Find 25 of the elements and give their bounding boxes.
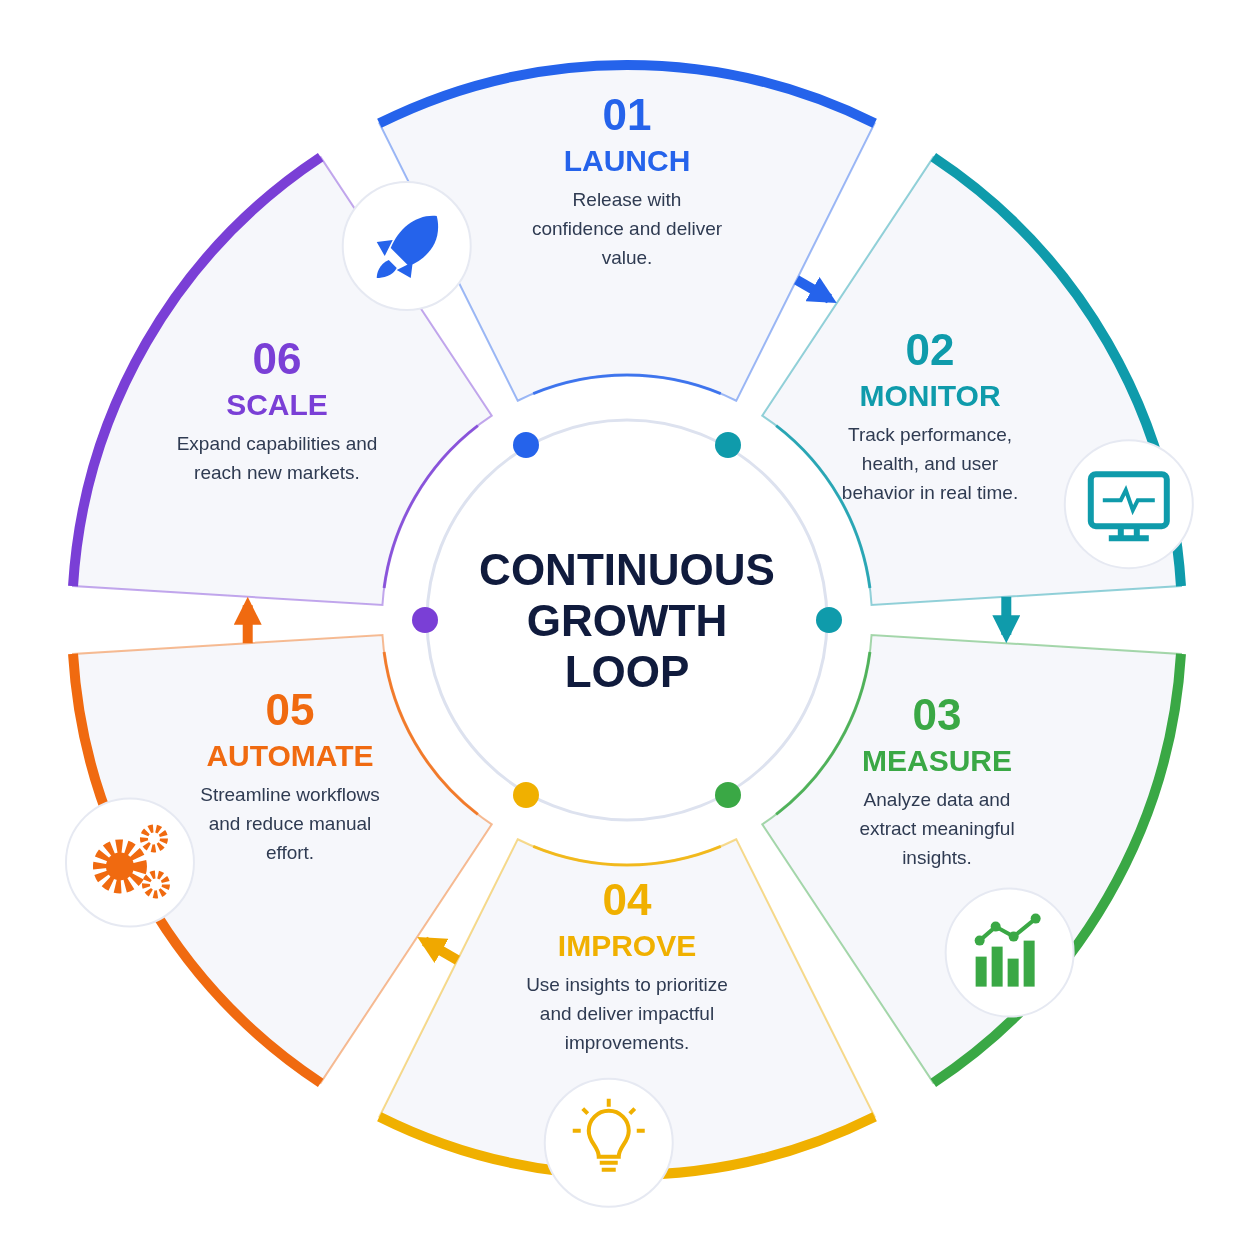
step-description: Streamline workflows and reduce manual effort. bbox=[199, 782, 381, 865]
arrow bbox=[992, 596, 1021, 644]
step-number: 01 bbox=[602, 88, 652, 141]
step-title: LAUNCH bbox=[563, 142, 691, 179]
step-number: 05 bbox=[265, 683, 315, 736]
step-title: IMPROVE bbox=[557, 927, 697, 964]
arrow bbox=[233, 596, 262, 644]
step-number: 06 bbox=[252, 333, 302, 385]
center-title: CONTINUOUS GROWTH LOOP bbox=[478, 543, 776, 697]
arrow bbox=[417, 936, 460, 965]
step-title: AUTOMATE bbox=[206, 737, 374, 774]
step-number: 02 bbox=[905, 323, 955, 376]
step-description: Analyze data and extract meaningful insights. bbox=[858, 787, 1016, 870]
step-description: Track performance, health, and user behavior in real time. bbox=[840, 422, 1020, 505]
center-circle bbox=[425, 418, 829, 822]
step-number: 03 bbox=[912, 688, 962, 741]
step-title: MEASURE bbox=[862, 742, 1012, 779]
step-title: SCALE bbox=[226, 387, 328, 423]
step-number: 04 bbox=[602, 873, 652, 926]
step-description: Use insights to prioritize and deliver impactful improvements. bbox=[525, 972, 729, 1055]
step-description: Release with confidence and deliver value. bbox=[530, 187, 724, 270]
step-title: MONITOR bbox=[859, 377, 1001, 414]
arrow bbox=[794, 275, 837, 304]
step-description: Expand capabilities and reach new markets. bbox=[175, 432, 379, 485]
segment bbox=[68, 633, 493, 1087]
